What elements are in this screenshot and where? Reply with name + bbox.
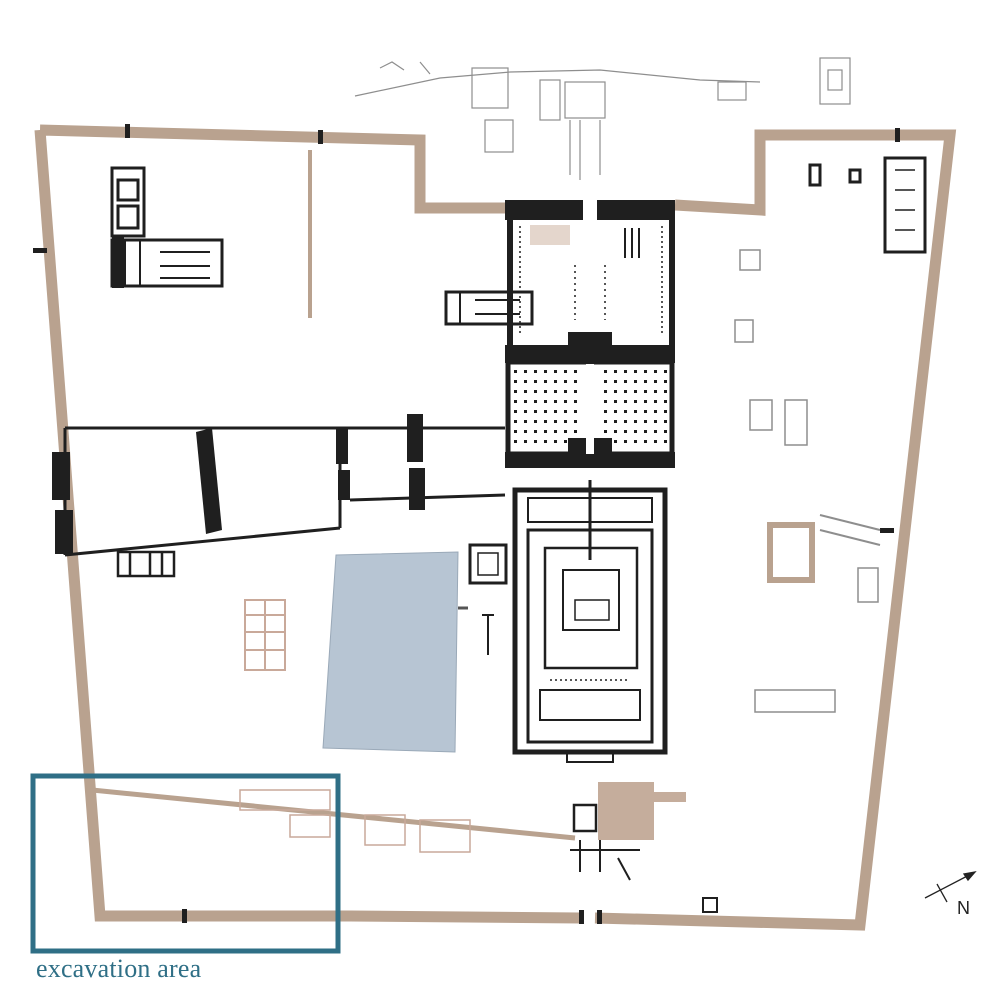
eastern-square-building xyxy=(767,522,815,583)
southern-pylons xyxy=(52,414,425,554)
wall-gates xyxy=(33,124,900,924)
northwest-gate xyxy=(112,236,124,288)
sacred-lake xyxy=(322,551,459,753)
northern-faint-ruins xyxy=(354,57,851,180)
southern-courts xyxy=(63,426,506,557)
eastern-ruins xyxy=(734,249,881,713)
diagonal-wall xyxy=(91,787,576,841)
northwest-temple xyxy=(110,166,224,288)
excavation-area-box xyxy=(30,773,341,954)
north-label: N xyxy=(957,898,970,918)
hypostyle-columns xyxy=(514,370,667,443)
southern-houses xyxy=(239,789,471,853)
south-gate-complex xyxy=(570,782,718,913)
eastern-temple xyxy=(808,156,927,254)
southwest-chapel xyxy=(116,550,176,578)
west-brick-ruins xyxy=(244,599,286,671)
excavation-area-label: excavation area xyxy=(36,954,202,983)
small-shrine xyxy=(468,543,508,585)
temple-of-amun xyxy=(444,200,675,763)
north-arrow-icon xyxy=(924,871,977,903)
obelisk-marker xyxy=(482,614,494,655)
